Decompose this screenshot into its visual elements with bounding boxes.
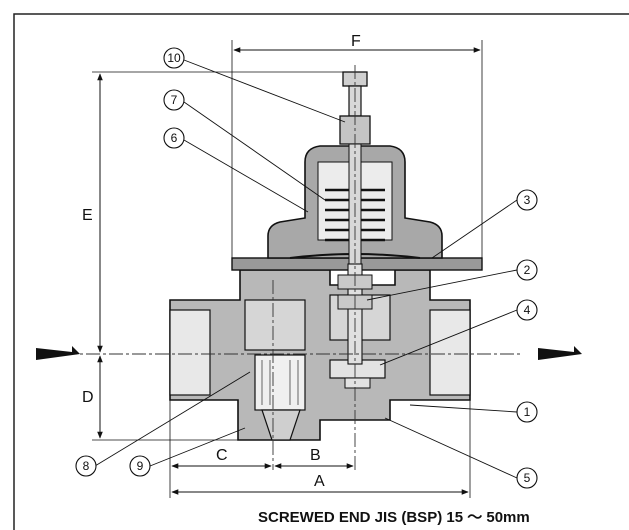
svg-text:5: 5 (524, 471, 531, 485)
dim-A: A (314, 473, 325, 490)
svg-text:8: 8 (83, 459, 90, 473)
callout-10: 10 (163, 47, 185, 69)
dim-B: B (310, 447, 321, 464)
callout-2: 2 (516, 259, 538, 281)
valve-body (169, 269, 471, 441)
extension-lines (92, 40, 483, 498)
svg-text:7: 7 (171, 93, 178, 107)
dim-D: D (82, 389, 94, 406)
frame (13, 13, 629, 530)
caption: SCREWED END JIS (BSP) 15 ～ 50mm (258, 509, 530, 526)
svg-text:9: 9 (137, 459, 144, 473)
callout-1: 1 (516, 401, 538, 423)
dimension-lines (97, 47, 481, 495)
svg-text:10: 10 (167, 51, 181, 65)
svg-text:6: 6 (171, 131, 178, 145)
strainer (254, 354, 306, 411)
callout-6: 6 (163, 127, 185, 149)
dim-F: F (351, 33, 361, 50)
svg-text:2: 2 (524, 263, 531, 277)
callout-8: 8 (75, 455, 97, 477)
callout-4: 4 (516, 299, 538, 321)
centerlines (40, 65, 520, 470)
flow-arrows (36, 346, 582, 360)
callout-7: 7 (163, 89, 185, 111)
callout-3: 3 (516, 189, 538, 211)
svg-text:3: 3 (524, 193, 531, 207)
inlet-arrow-icon (36, 346, 80, 360)
callout-5: 5 (516, 467, 538, 489)
outlet-arrow-icon (538, 346, 582, 360)
dim-E: E (82, 207, 93, 224)
leader-lines (94, 59, 518, 479)
svg-text:4: 4 (524, 303, 531, 317)
dim-C: C (216, 447, 228, 464)
callout-9: 9 (129, 455, 151, 477)
svg-text:1: 1 (524, 405, 531, 419)
